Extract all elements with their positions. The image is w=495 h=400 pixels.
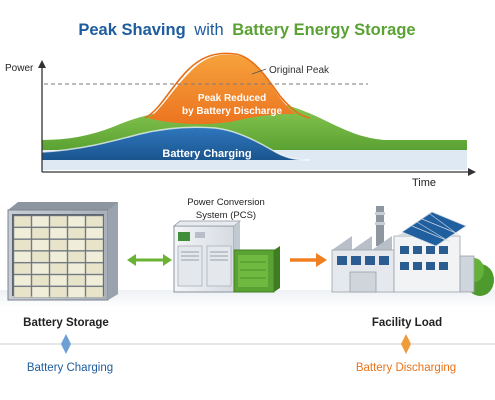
- battery-module: [13, 239, 32, 251]
- battery-module: [13, 227, 32, 239]
- title-part-battery: Battery Energy Storage: [232, 21, 415, 39]
- original-peak-label: Original Peak: [269, 65, 330, 76]
- facility-building-icon: [331, 206, 494, 296]
- battery-module: [67, 262, 86, 275]
- battery-module: [13, 251, 32, 263]
- original-peak-curve: [144, 52, 311, 119]
- discharge-arrow-icon: [290, 253, 327, 267]
- x-axis-arrowhead: [468, 168, 476, 176]
- battery-module: [49, 262, 68, 275]
- battery-module: [31, 251, 50, 263]
- battery-module: [49, 239, 68, 251]
- battery-storage-label: Battery Storage: [23, 317, 109, 329]
- y-axis-label: Power: [5, 63, 34, 74]
- battery-module: [85, 215, 104, 228]
- battery-module: [67, 215, 86, 228]
- bidirectional-arrow-icon: [127, 254, 172, 266]
- pcs-label-line2: System (PCS): [196, 210, 256, 221]
- charging-diamond-marker-icon: [61, 334, 71, 354]
- battery-module: [49, 274, 68, 287]
- legend-battery-charging-label: Battery Charging: [27, 362, 113, 374]
- battery-module: [31, 262, 50, 275]
- battery-module: [31, 274, 50, 287]
- battery-module: [31, 227, 50, 239]
- battery-module: [85, 227, 104, 239]
- battery-module: [13, 262, 32, 275]
- battery-module: [13, 286, 32, 298]
- battery-charging-area-label: Battery Charging: [162, 148, 251, 160]
- pcs-label-line1: Power Conversion: [187, 197, 265, 208]
- battery-module: [49, 227, 68, 239]
- battery-module: [13, 274, 32, 287]
- diagram-title: Peak Shaving with Battery Energy Storage: [78, 21, 415, 39]
- battery-module: [49, 286, 68, 298]
- discharging-diamond-marker-icon: [401, 334, 411, 354]
- battery-module: [31, 286, 50, 298]
- battery-module: [49, 251, 68, 263]
- battery-module: [67, 274, 86, 287]
- battery-module: [67, 227, 86, 239]
- battery-storage-rack-icon: [7, 202, 118, 301]
- charging-area-outline: [41, 126, 311, 161]
- battery-module: [31, 215, 50, 228]
- battery-module: [67, 286, 86, 298]
- facility-load-label: Facility Load: [372, 317, 442, 329]
- peak-reduced-label-line2: by Battery Discharge: [182, 106, 282, 117]
- battery-module: [31, 239, 50, 251]
- pcs-cabinet-icon: [172, 220, 280, 293]
- battery-module: [85, 251, 104, 263]
- battery-module: [67, 239, 86, 251]
- title-part-peak-shaving: Peak Shaving: [78, 21, 185, 39]
- ground-band: [0, 290, 495, 308]
- battery-module: [67, 251, 86, 263]
- battery-module: [85, 274, 104, 287]
- legend-battery-discharging-label: Battery Discharging: [356, 362, 456, 374]
- y-axis-arrowhead: [38, 60, 46, 68]
- peak-reduced-label-line1: Peak Reduced: [198, 93, 266, 104]
- x-axis-label: Time: [412, 177, 436, 189]
- battery-module: [85, 286, 104, 298]
- original-peak-leader: [251, 68, 267, 75]
- title-part-with: with: [193, 21, 223, 39]
- battery-module: [85, 239, 104, 251]
- battery-module: [85, 262, 104, 275]
- battery-module: [49, 215, 68, 228]
- battery-module: [13, 215, 32, 228]
